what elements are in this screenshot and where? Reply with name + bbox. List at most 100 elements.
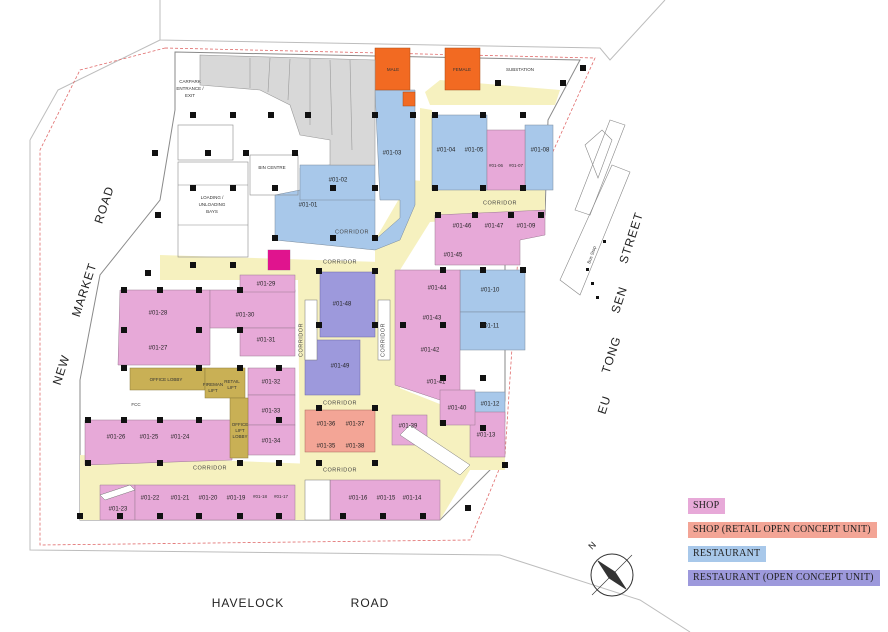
compass <box>590 553 634 597</box>
unit-01-19[interactable]: #01-19 <box>227 496 246 502</box>
unit-01-09[interactable]: #01-09 <box>517 224 536 230</box>
unit-01-26[interactable]: #01-26 <box>107 435 126 441</box>
retail-lift-label-1: RETAIL <box>224 379 240 384</box>
unit-01-27[interactable]: #01-27 <box>149 346 168 352</box>
legend-restaurant: RESTAURANT <box>688 546 767 562</box>
legend-shop-open-concept: SHOP (RETAIL OPEN CONCEPT UNIT) <box>688 522 877 538</box>
unit-01-38[interactable]: #01-38 <box>346 444 365 450</box>
office-lobby-label: OFFICE LOBBY <box>150 377 183 382</box>
office-lobby-area <box>129 367 249 459</box>
bus-stop-area <box>559 119 631 296</box>
unit-01-48[interactable]: #01-48 <box>333 302 352 308</box>
restaurant-open-units <box>304 271 376 396</box>
bin-centre-label: BIN CENTRE <box>258 165 285 170</box>
loading-label-3: BAYS <box>206 209 218 214</box>
unit-01-17[interactable]: #01-17 <box>274 494 289 499</box>
shop-open-units <box>304 409 376 453</box>
street-word-tong: TONG <box>599 334 624 375</box>
shop-units <box>84 129 546 521</box>
unit-01-04[interactable]: #01-04 <box>437 148 456 154</box>
unit-01-44[interactable]: #01-44 <box>428 286 447 292</box>
office-lift-lobby-label-3: LOBBY <box>232 434 247 439</box>
restaurant-units <box>274 89 554 423</box>
unit-01-46[interactable]: #01-46 <box>453 224 472 230</box>
street-word-new: NEW <box>50 353 73 387</box>
unit-01-34[interactable]: #01-34 <box>262 439 281 445</box>
compass-north-label: N <box>586 540 598 552</box>
unit-01-11[interactable]: #01-11 <box>481 324 500 330</box>
carpark-label-3: EXIT <box>185 93 195 98</box>
fcc-label: FCC <box>131 402 141 407</box>
street-word-sen: SEN <box>608 284 630 315</box>
unit-01-35[interactable]: #01-35 <box>317 444 336 450</box>
unit-01-39[interactable]: #01-39 <box>399 424 418 430</box>
unit-01-08[interactable]: #01-08 <box>531 148 550 154</box>
carpark-ramp <box>199 54 376 166</box>
unit-01-22[interactable]: #01-22 <box>141 496 160 502</box>
office-lift-lobby-label-2: LIFT <box>235 428 245 433</box>
unit-01-49[interactable]: #01-49 <box>331 364 350 370</box>
corridor-label-bottom-left: CORRIDOR <box>193 465 227 471</box>
unit-01-25[interactable]: #01-25 <box>140 435 159 441</box>
unit-01-12[interactable]: #01-12 <box>481 402 500 408</box>
unit-01-31[interactable]: #01-31 <box>257 338 276 344</box>
loading-label-1: LOADING / <box>201 195 225 200</box>
unit-01-06[interactable]: #01-06 <box>489 163 504 168</box>
unit-01-40[interactable]: #01-40 <box>448 406 467 412</box>
street-eu-tong-sen: EU TONG SEN STREET <box>595 210 646 416</box>
loading-label-2: UNLOADING <box>199 202 226 207</box>
unit-01-16[interactable]: #01-16 <box>349 496 368 502</box>
unit-01-13[interactable]: #01-13 <box>477 433 496 439</box>
unit-labels: #01-01 #01-02 #01-03 #01-04 #01-05 #01-0… <box>107 148 550 513</box>
unit-01-24[interactable]: #01-24 <box>171 435 190 441</box>
unit-01-23[interactable]: #01-23 <box>109 507 128 513</box>
unit-01-33[interactable]: #01-33 <box>262 409 281 415</box>
corridor-label-left: CORRIDOR <box>298 323 304 357</box>
unit-01-37[interactable]: #01-37 <box>346 422 365 428</box>
unit-01-21[interactable]: #01-21 <box>171 496 190 502</box>
unit-01-28[interactable]: #01-28 <box>149 311 168 317</box>
unit-01-36[interactable]: #01-36 <box>317 422 336 428</box>
unit-01-10[interactable]: #01-10 <box>481 288 500 294</box>
unit-01-15[interactable]: #01-15 <box>377 496 396 502</box>
corridor-label-mid-left: CORRIDOR <box>335 229 369 235</box>
toilet-rooms <box>374 47 481 107</box>
male-toilet-label: MALE <box>387 67 399 72</box>
unit-01-45[interactable]: #01-45 <box>444 253 463 259</box>
unit-01-29[interactable]: #01-29 <box>257 282 276 288</box>
unit-01-05[interactable]: #01-05 <box>465 148 484 154</box>
property-boundary <box>39 47 596 546</box>
unit-01-20[interactable]: #01-20 <box>199 496 218 502</box>
unit-01-47[interactable]: #01-47 <box>485 224 504 230</box>
unit-01-41[interactable]: #01-41 <box>427 380 446 386</box>
unit-01-07[interactable]: #01-07 <box>509 163 524 168</box>
legend: SHOP SHOP (RETAIL OPEN CONCEPT UNIT) RES… <box>688 498 884 594</box>
unit-01-43[interactable]: #01-43 <box>423 316 442 322</box>
bus-stop-markers <box>586 240 606 299</box>
escalators <box>99 299 471 521</box>
structural-columns <box>77 65 586 519</box>
unit-01-32[interactable]: #01-32 <box>262 380 281 386</box>
female-toilet-label: FEMALE <box>453 67 471 72</box>
unit-01-01[interactable]: #01-01 <box>299 203 318 209</box>
office-lift-lobby-label-1: OFFICE <box>232 422 249 427</box>
corridor-label-upper-right: CORRIDOR <box>483 200 517 206</box>
street-word-road: ROAD <box>92 184 117 225</box>
carpark-label-2: ENTRANCE / <box>176 86 204 91</box>
substation-label: SUBSTATION <box>506 67 534 72</box>
corridor-labels: CORRIDOR CORRIDOR CORRIDOR CORRIDOR CORR… <box>193 200 517 473</box>
area-labels: CARPARK ENTRANCE / EXIT LOADING / UNLOAD… <box>131 67 534 439</box>
unit-01-02[interactable]: #01-02 <box>329 178 348 184</box>
unit-01-03[interactable]: #01-03 <box>383 151 402 157</box>
street-word-street: STREET <box>616 210 646 265</box>
unit-01-42[interactable]: #01-42 <box>421 348 440 354</box>
unit-01-14[interactable]: #01-14 <box>403 496 422 502</box>
corridor-label-top: CORRIDOR <box>323 259 357 265</box>
unit-01-18[interactable]: #01-18 <box>253 494 268 499</box>
site-outline <box>29 0 691 632</box>
unit-01-30[interactable]: #01-30 <box>236 313 255 319</box>
corridor-label-middle: CORRIDOR <box>323 400 357 406</box>
carpark-label-1: CARPARK <box>179 79 200 84</box>
bus-stop-label: Bus Stop <box>586 245 597 264</box>
